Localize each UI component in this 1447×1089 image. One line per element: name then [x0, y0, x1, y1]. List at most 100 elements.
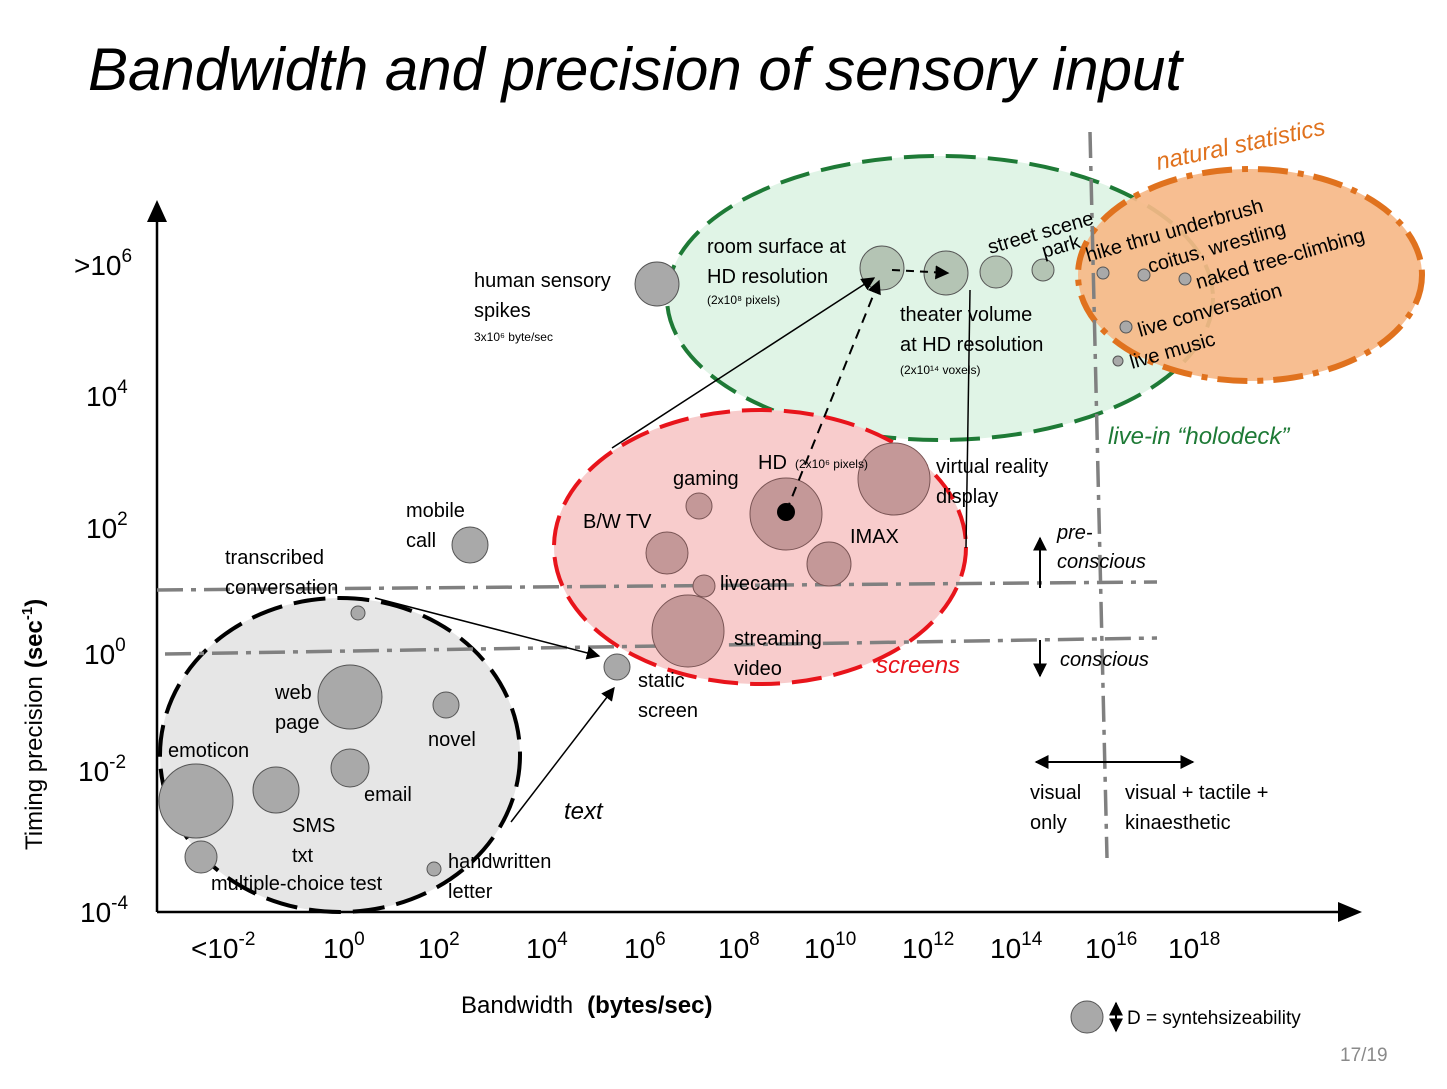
bubble-livecam [692, 574, 716, 598]
x-tick-exponent: 4 [557, 929, 568, 950]
conscious-threshold-line [164, 636, 1158, 656]
visual-tactile-divider-line [1088, 131, 1109, 859]
y-tick-exponent: -2 [109, 752, 126, 773]
label-email: email [364, 784, 412, 806]
bubble-multiple-choice-test [184, 840, 218, 874]
bubble-theater-volume [923, 250, 969, 296]
group-label-natural-statistics: natural statistics [1154, 114, 1328, 176]
x-tick-base: 10 [990, 933, 1021, 964]
y-tick-exponent: 2 [117, 509, 128, 530]
bubble-imax [806, 541, 852, 587]
bubble-naked-tree-climbing [1178, 272, 1192, 286]
label-visual-tactile-1: visual + tactile + [1125, 782, 1268, 804]
label-transcribed-1: transcribed [225, 547, 324, 569]
y-tick-0: >106 [74, 246, 132, 281]
label-handwritten-2: letter [448, 881, 493, 903]
label-conscious: conscious [1060, 649, 1149, 671]
arrow-hd-to-room-dashed [785, 279, 881, 513]
bubble-static-screen [603, 653, 631, 681]
label-transcribed-2: conversation [225, 577, 338, 599]
label-streaming-2: video [734, 658, 782, 680]
y-tick-base: 10 [84, 639, 115, 670]
bubble-gaming [685, 492, 713, 520]
x-tick-9: 1016 [1085, 929, 1137, 964]
x-axis-title-text: Bandwidth [461, 992, 573, 1019]
arrow-screens-to-room [611, 277, 876, 449]
y-axis-title-unit-close: ) [21, 599, 48, 607]
y-tick-exponent: 6 [122, 246, 133, 267]
label-mobile-2: call [406, 530, 436, 552]
x-tick-base: <10 [191, 933, 239, 964]
x-axis-title: Bandwidth (bytes/sec) [461, 992, 712, 1019]
x-tick-exponent: 16 [1116, 929, 1137, 950]
arrow-transcribed-to-static [374, 597, 601, 660]
x-tick-exponent: 6 [655, 929, 666, 950]
bubble-web-page [317, 664, 383, 730]
y-tick-base: 10 [78, 756, 109, 787]
y-tick-1: 104 [86, 377, 128, 412]
preconscious-threshold-line [156, 580, 1158, 592]
y-tick-exponent: 0 [115, 635, 126, 656]
label-theater-1: theater volume [900, 304, 1032, 326]
label-multiple-choice-test: multiple-choice test [211, 873, 383, 895]
x-tick-base: 10 [1085, 933, 1116, 964]
x-tick-exponent: 10 [835, 929, 856, 950]
slide-title: Bandwidth and precision of sensory input [88, 36, 1184, 103]
label-human-note: 3x10⁶ byte/sec [474, 330, 553, 344]
y-tick-exponent: 4 [117, 377, 128, 398]
x-tick-base: 10 [526, 933, 557, 964]
label-hd-note: (2x10⁶ pixels) [795, 457, 868, 471]
y-axis-title-text: Timing precision [21, 676, 48, 850]
bubble-streaming-video [651, 594, 725, 668]
x-tick-4: 106 [624, 929, 666, 964]
label-vr-1: virtual reality [936, 456, 1048, 478]
y-tick-2: 102 [86, 509, 128, 544]
arrow-text-to-static [510, 686, 615, 823]
y-tick-4: 10-2 [78, 752, 126, 787]
label-novel: novel [428, 729, 476, 751]
x-tick-7: 1012 [902, 929, 954, 964]
x-tick-10: 1018 [1168, 929, 1220, 964]
label-visual-tactile-2: kinaesthetic [1125, 812, 1231, 834]
x-tick-exponent: 12 [933, 929, 954, 950]
label-streaming-1: streaming [734, 628, 822, 650]
y-tick-base: 10 [86, 513, 117, 544]
label-gaming: gaming [673, 468, 739, 490]
x-tick-base: 10 [1168, 933, 1199, 964]
y-tick-3: 100 [84, 635, 126, 670]
x-tick-base: 10 [718, 933, 749, 964]
label-static-2: screen [638, 700, 698, 722]
bubble-virtual-reality [857, 442, 931, 516]
bubble-handwritten-letter [426, 861, 442, 877]
label-room-2: HD resolution [707, 266, 828, 288]
x-tick-0: <10-2 [191, 929, 255, 964]
bubble-sms [252, 766, 300, 814]
label-human-2: spikes [474, 300, 531, 322]
group-label-text: text [564, 798, 604, 825]
bubble-email [330, 748, 370, 788]
x-tick-exponent: 2 [449, 929, 460, 950]
bubble-bw-tv [645, 531, 689, 575]
label-hd: HD [758, 452, 787, 474]
label-visual-only-1: visual [1030, 782, 1081, 804]
label-emoticon: emoticon [168, 740, 249, 762]
label-pre-2: conscious [1057, 551, 1146, 573]
group-label-screens: screens [876, 652, 960, 679]
y-axis-title: Timing precision(sec-1) [19, 599, 48, 850]
label-pre-1: pre- [1056, 522, 1093, 544]
group-label-holodeck: live-in “holodeck” [1108, 423, 1290, 450]
y-tick-base: 10 [86, 381, 117, 412]
label-sms-1: SMS [292, 815, 335, 837]
page-number: 17/19 [1340, 1045, 1388, 1066]
x-axis-title-unit: (bytes/sec) [587, 992, 712, 1019]
bubble-transcribed-conversation [350, 605, 366, 621]
label-web-1: web [274, 682, 312, 704]
x-tick-exponent: 18 [1199, 929, 1220, 950]
bubble-live-music [1112, 355, 1124, 367]
x-tick-1: 100 [323, 929, 365, 964]
label-sms-2: txt [292, 845, 314, 867]
x-tick-5: 108 [718, 929, 760, 964]
